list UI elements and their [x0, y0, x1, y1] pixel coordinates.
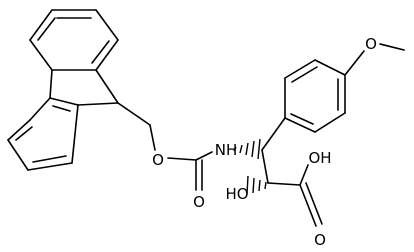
acid-oh-label: OH [308, 149, 331, 167]
acid-carbonyl-o-label: O [314, 231, 326, 249]
alcohol-ho-label: HO [225, 185, 248, 203]
ester-o-label: O [152, 151, 164, 169]
methoxy-o-label: O [365, 35, 377, 53]
methoxyphenyl-group [284, 43, 405, 133]
carbamate-carbonyl-o-label: O [193, 193, 205, 211]
fluorene-group [7, 9, 119, 171]
fmoc-linker [117, 102, 213, 191]
hydroxy-acid-group [246, 164, 323, 227]
nh-label: NH [215, 141, 238, 159]
atom-labels: O O O NH OH HO O [152, 35, 377, 249]
stereocenter-c3 [233, 117, 286, 184]
